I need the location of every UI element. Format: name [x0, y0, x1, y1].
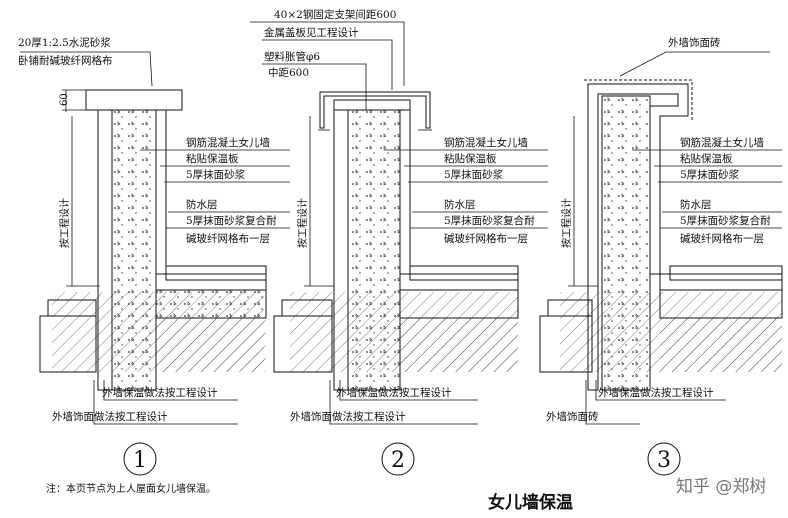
roof-slab-dots — [156, 290, 266, 318]
top-label-2b: 金属盖板见工程设计 — [264, 26, 359, 39]
top-label-1a: 20厚1:2.5水泥砂浆 — [18, 36, 111, 49]
vertical-label-1: 按工程设计 — [58, 198, 71, 248]
label-3-mesh-b: 碱玻纤网格布一层 — [680, 232, 764, 245]
vertical-label-2: 按工程设计 — [296, 198, 309, 248]
label-2-mesh-b: 碱玻纤网格布一层 — [444, 232, 528, 245]
top-label-2d: 中距600 — [268, 66, 309, 79]
parapet-wall-dots — [348, 110, 400, 390]
bottom-label-2b: 外墙饰面做法按工程设计 — [290, 410, 406, 423]
inner-insulation — [155, 109, 167, 275]
top-label-3a: 外墙饰面砖 — [668, 36, 721, 49]
slab-concrete — [156, 318, 266, 372]
vertical-label-3: 按工程设计 — [560, 198, 573, 248]
label-2-waterproof: 防水层 — [444, 198, 476, 211]
label-3-waterproof: 防水层 — [680, 198, 712, 211]
roof-waterproof — [399, 273, 519, 291]
base-block-left-2 — [39, 315, 97, 373]
inner-insulation — [399, 109, 411, 275]
label-1-mortar: 5厚抹面砂浆 — [186, 168, 246, 181]
detail-number-1: 1 — [133, 448, 147, 473]
bottom-label-3a: 外墙保温做法按工程设计 — [598, 386, 714, 399]
slab-concrete — [660, 318, 782, 372]
right-leaders-3 — [632, 149, 782, 229]
detail-number-3: 3 — [657, 448, 671, 473]
label-2-mesh-a: 5厚抹面砂浆复合耐 — [444, 214, 535, 227]
dim-60: 60 — [59, 93, 70, 106]
label-3-board: 粘贴保温板 — [680, 152, 733, 165]
top-label-1b: 卧铺耐碱玻纤网格布 — [18, 54, 113, 67]
mortar-cap — [85, 89, 183, 111]
label-2-board: 粘贴保温板 — [444, 152, 497, 165]
top-label-2c: 塑料胀管φ6 — [264, 50, 320, 63]
parapet-wall-dots — [112, 110, 156, 390]
right-leaders-2 — [384, 149, 548, 229]
detail-1: 60 按工程设计 20厚1:2.5水泥砂浆 卧铺耐碱玻纤网格布 钢筋混凝土女儿墙… — [18, 36, 290, 476]
roof-waterproof — [659, 273, 783, 291]
bottom-label-1b: 外墙饰面做法按工程设计 — [52, 410, 168, 423]
detail-2: 按工程设计 40×2钢固定支架间距600 金属盖板见工程设计 塑料胀管φ6 中距… — [250, 8, 548, 476]
label-3-mesh-a: 5厚抹面砂浆复合耐 — [680, 214, 771, 227]
label-1-waterproof: 防水层 — [186, 198, 218, 211]
detail-3: 按工程设计 外墙饰面砖 钢筋混凝土女儿墙 粘贴保温板 5厚抹面砂浆 防水层 5厚… — [539, 36, 783, 476]
detail-number-2: 2 — [391, 448, 405, 473]
bottom-label-2a: 外墙保温做法按工程设计 — [336, 386, 452, 399]
roof-insulation — [165, 265, 267, 281]
parapet-wall-dots — [602, 96, 650, 390]
page-note: 注：本页节点为上人屋面女儿墙保温。 — [46, 482, 216, 495]
label-3-mortar: 5厚抹面砂浆 — [680, 168, 740, 181]
label-1-mesh-a: 5厚抹面砂浆复合耐 — [186, 214, 277, 227]
roof-waterproof — [155, 273, 267, 291]
page-title: 女儿墙保温 — [488, 492, 573, 513]
watermark: 知乎 @郑树 — [676, 477, 766, 497]
label-2-mortar: 5厚抹面砂浆 — [444, 168, 504, 181]
tile-finish — [584, 79, 693, 120]
label-3-wall: 钢筋混凝土女儿墙 — [680, 136, 764, 149]
top-label-2a: 40×2钢固定支架间距600 — [274, 8, 396, 21]
bottom-label-3b: 外墙饰面砖 — [546, 410, 599, 423]
metal-cap — [319, 91, 431, 129]
label-1-wall: 钢筋混凝土女儿墙 — [186, 136, 270, 149]
roof-insulation — [409, 265, 519, 281]
bottom-label-1a: 外墙保温做法按工程设计 — [102, 386, 218, 399]
base-block-left-2 — [539, 315, 593, 373]
base-block-left-2 — [273, 315, 333, 373]
wrap-insulation — [587, 83, 689, 391]
cap-insulation — [333, 99, 411, 111]
roof-insulation — [669, 265, 783, 281]
label-1-board: 粘贴保温板 — [186, 152, 239, 165]
right-leaders-1 — [140, 149, 290, 229]
slab-concrete — [400, 318, 518, 372]
label-1-mesh-b: 碱玻纤网格布一层 — [186, 232, 270, 245]
label-2-wall: 钢筋混凝土女儿墙 — [444, 136, 528, 149]
